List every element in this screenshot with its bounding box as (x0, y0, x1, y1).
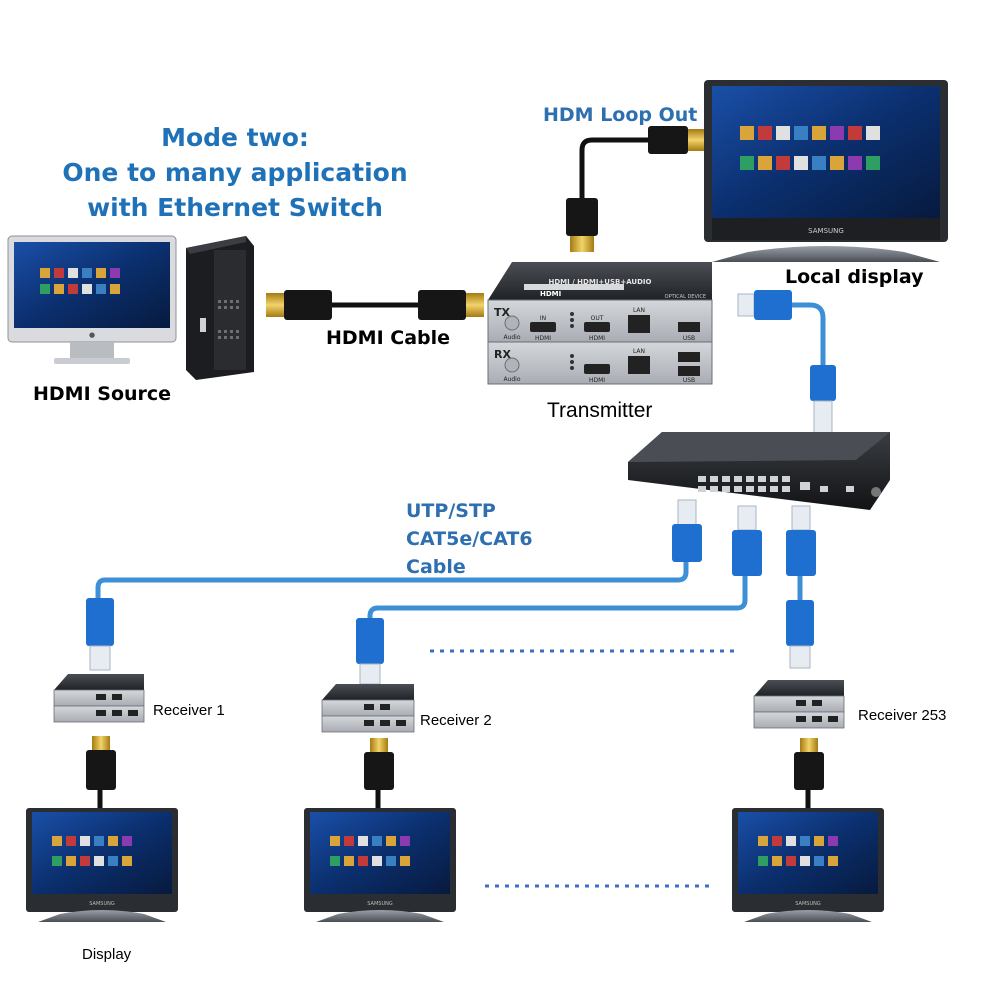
source-monitor: ● (7, 235, 177, 364)
receiver-2-label: Receiver 2 (420, 712, 492, 729)
title-line-3: with Ethernet Switch (87, 193, 383, 222)
device-rx-mark: RX (494, 348, 511, 361)
cable-receiver-1 (95, 560, 689, 598)
cable-type-line-3: Cable (406, 556, 466, 578)
hdmi-cable-label: HDMI Cable (326, 327, 451, 349)
device-audio-tx: Audio (503, 334, 520, 341)
title-line-1: Mode two: (161, 123, 309, 152)
rj45-switch-ports (672, 499, 816, 576)
pc-tower (186, 236, 254, 380)
device-hdmi-out-label: HDMI (589, 335, 605, 342)
device-tx-mark: TX (494, 306, 511, 319)
svg-text:●: ● (89, 331, 95, 339)
device-hdmi-rx-label: HDMI (589, 377, 605, 384)
local-display-monitor: SAMSUNG (704, 80, 948, 262)
receiver-1-label: Receiver 1 (153, 702, 225, 719)
display-monitor-2 (304, 808, 456, 922)
hdmi-plugs-receivers (86, 736, 824, 790)
transmitter-device (487, 262, 713, 385)
hdmi-cable (266, 290, 484, 320)
display-label: Display (82, 946, 132, 963)
cables (95, 137, 826, 808)
loop-out-cable-wire (579, 137, 650, 205)
device-usb-label-tx: USB (683, 335, 695, 342)
ethernet-switch (628, 432, 890, 510)
display-2-brand: SAMSUNG (367, 901, 393, 907)
device-top-label: HDMI / HDMI+USB+AUDIO (549, 278, 652, 286)
title-line-2: One to many application (62, 158, 408, 187)
display-monitor-253 (732, 808, 884, 922)
local-display-brand: SAMSUNG (808, 227, 844, 235)
loop-out-label: HDM Loop Out (543, 104, 698, 126)
device-usb-label-rx: USB (683, 377, 695, 384)
transmitter-label: Transmitter (547, 399, 653, 422)
cable-type-line-2: CAT5e/CAT6 (406, 528, 533, 550)
uplink-cable (790, 302, 826, 365)
receiver-1-device (53, 674, 145, 723)
device-lan-label-tx: LAN (633, 307, 645, 314)
display-1-brand: SAMSUNG (89, 901, 115, 907)
device-brand: HDMI (540, 290, 561, 298)
loop-out-cable (566, 126, 704, 252)
cable-type-line-1: UTP/STP (406, 500, 496, 522)
rj45-receiver-ends (86, 598, 814, 685)
hdmi-source-label: HDMI Source (33, 383, 172, 405)
receiver-2-device (321, 684, 415, 733)
device-in-label: IN (540, 315, 546, 322)
display-monitor-1 (26, 808, 178, 922)
device-lan-label-rx: LAN (633, 348, 645, 355)
rj45-uplink (737, 290, 836, 434)
diagram-title: Mode two: One to many application with E… (45, 120, 425, 225)
device-audio-rx: Audio (503, 376, 520, 383)
receiver-253-device (753, 680, 845, 729)
receiver-253-label: Receiver 253 (858, 707, 947, 724)
cable-type-label: UTP/STP CAT5e/CAT6 Cable (406, 497, 533, 581)
device-face-text: HDMI / HDMI+USB+AUDIO HDMI OPTICAL DEVIC… (494, 278, 706, 384)
device-hdmi-in-label: HDMI (535, 335, 551, 342)
device-out-label: OUT (591, 315, 604, 322)
cable-receiver-2 (367, 575, 748, 618)
device-sub-label: OPTICAL DEVICE (665, 294, 706, 300)
local-display-label: Local display (785, 266, 924, 288)
display-253-brand: SAMSUNG (795, 901, 821, 907)
